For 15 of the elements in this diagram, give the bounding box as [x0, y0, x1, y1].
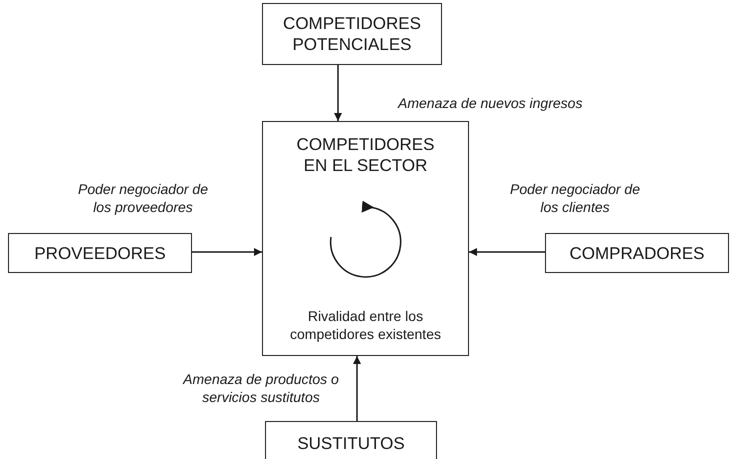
box-title: COMPETIDORES POTENCIALES: [282, 13, 422, 55]
box-title: COMPRADORES: [569, 242, 705, 264]
arrow: [192, 248, 262, 256]
box-title: SUSTITUTOS: [297, 432, 405, 454]
arrow: [469, 248, 545, 256]
force-box: [265, 421, 437, 459]
central-box: [262, 121, 469, 356]
box-title: PROVEEDORES: [34, 242, 166, 264]
box-description: Rivalidad entre los competidores existentes: [289, 307, 442, 343]
force-box: [262, 3, 442, 65]
force-box: [8, 233, 192, 273]
arrow: [353, 356, 361, 421]
arrow: [334, 65, 342, 121]
box-title: COMPETIDORES EN EL SECTOR: [296, 134, 436, 176]
force-box: [545, 233, 729, 273]
